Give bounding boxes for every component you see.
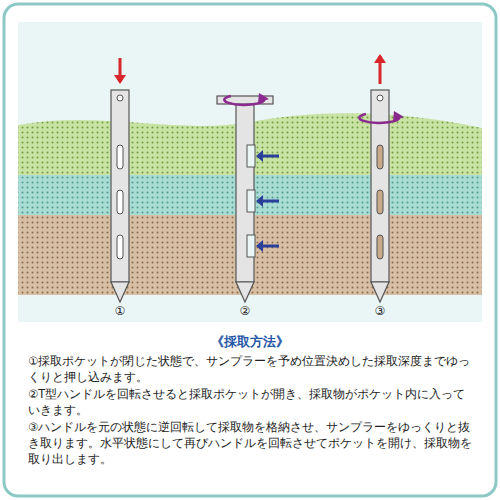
closed-pocket xyxy=(117,190,123,214)
closed-pocket xyxy=(377,145,383,169)
inflow-arrow-head xyxy=(256,195,263,207)
push-arrow-head xyxy=(114,75,126,84)
rotation-arrow-head xyxy=(393,111,404,121)
inflow-arrow xyxy=(261,155,279,158)
push-arrow-head xyxy=(374,54,386,63)
sampler-rod xyxy=(371,90,389,282)
handle-hole xyxy=(377,95,383,101)
instruction-text: ②T型ハンドルを回転させると採取ポケットが開き、採取物がポケット内に入っていきま… xyxy=(28,386,476,418)
sky-panel xyxy=(18,22,482,322)
sampler-tip xyxy=(236,282,254,302)
sampler-rod xyxy=(111,90,129,282)
section-title: 《採取方法》 xyxy=(100,334,400,350)
closed-pocket xyxy=(377,235,383,259)
instruction-text: ③ハンドルを元の状態に逆回転して採取物を格納させ、サンプラーをゆっくりと抜き取り… xyxy=(28,419,476,467)
samplers xyxy=(111,54,404,302)
callout-number: ② xyxy=(235,304,255,318)
open-pocket xyxy=(247,145,255,167)
open-pocket xyxy=(247,190,255,212)
callout-number: ① xyxy=(110,304,130,318)
closed-pocket xyxy=(117,235,123,259)
closed-pocket xyxy=(377,190,383,214)
inflow-arrow xyxy=(261,200,279,203)
sampler-tip xyxy=(371,282,389,302)
sampler-rod xyxy=(236,104,254,282)
rotation-arrow-head xyxy=(258,93,269,103)
handle-hole xyxy=(117,95,123,101)
rotation-arrow xyxy=(224,96,264,105)
rotation-arrow xyxy=(359,114,399,123)
open-pocket xyxy=(247,235,255,257)
inflow-arrow-head xyxy=(256,150,263,162)
inflow-arrow xyxy=(261,245,279,248)
outer-frame xyxy=(4,4,496,496)
callout-number: ③ xyxy=(370,304,390,318)
sampler-tip xyxy=(111,282,129,302)
inflow-arrow-head xyxy=(256,240,263,252)
instruction-text: ①採取ポケットが閉じた状態で、サンプラーを予め位置決めした採取深度までゆっくりと… xyxy=(28,353,476,385)
closed-pocket xyxy=(117,145,123,169)
